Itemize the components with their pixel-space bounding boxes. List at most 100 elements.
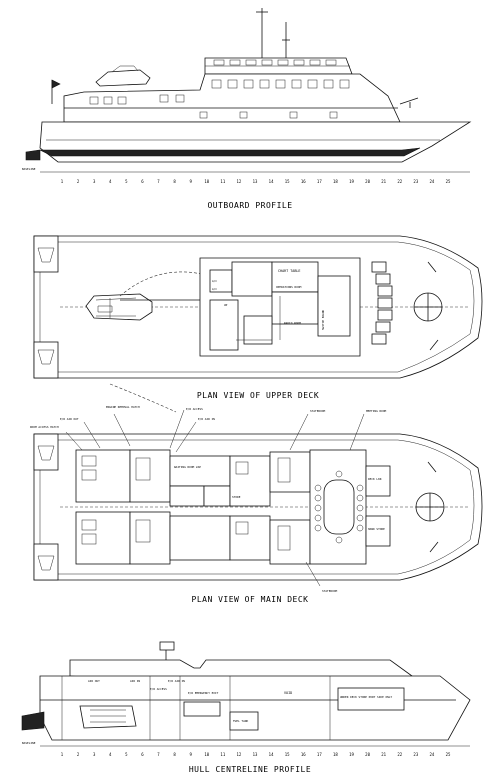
er-access-label: E/R ACCESS <box>186 407 203 411</box>
superstructure-windows <box>89 79 350 119</box>
hull-er-air-in-label: E/R AIR IN <box>168 679 185 683</box>
frame-number: 5 <box>125 752 128 757</box>
frame-number: 23 <box>413 752 418 757</box>
er-air-in-label: E/R AIR IN <box>198 417 215 421</box>
frame-number: 4 <box>109 752 112 757</box>
frame-number: 14 <box>269 179 274 184</box>
frame-number: 7 <box>157 752 160 757</box>
frame-number: 10 <box>204 752 209 757</box>
frame-number: 18 <box>333 179 338 184</box>
operations-room-label: OPERATIONS ROOM <box>276 285 302 289</box>
main-deck-rooms <box>75 449 391 565</box>
frame-number: 2 <box>77 752 80 757</box>
hand-store-label: HAND STORE <box>368 527 385 531</box>
frame-number: 9 <box>189 752 192 757</box>
frame-number: 24 <box>430 179 435 184</box>
frame-number: 22 <box>397 179 402 184</box>
radio-room-label: RADIO ROOM <box>284 321 301 325</box>
hull-baseline-label: BASELINE <box>22 741 36 745</box>
fuel-tank-label: FUEL TANK <box>233 719 248 723</box>
meeting-table <box>323 479 355 535</box>
frame-number: 12 <box>237 752 242 757</box>
frame-number: 16 <box>301 752 306 757</box>
frame-number: 10 <box>204 179 209 184</box>
wheelhouse-windows <box>213 59 337 66</box>
engine-icon <box>79 705 137 729</box>
frame-number: 17 <box>317 179 322 184</box>
hull-profile-caption: HULL CENTRELINE PROFILE <box>189 765 311 774</box>
frame-number: 18 <box>333 752 338 757</box>
frame-number: 16 <box>301 179 306 184</box>
frame-number: 7 <box>157 179 160 184</box>
frame-number: 6 <box>141 179 144 184</box>
frame-number: 3 <box>93 752 96 757</box>
frame-number: 19 <box>349 179 354 184</box>
main-deck-plan: ENGINE REMOVAL HATCH E/R AIR OUT ROOM AC… <box>30 405 483 604</box>
leader-lines <box>65 409 365 587</box>
outboard-profile-caption: OUTBOARD PROFILE <box>207 201 292 210</box>
frame-number: 12 <box>237 179 242 184</box>
frame-number: 21 <box>381 752 386 757</box>
frame-number: 22 <box>397 752 402 757</box>
frame-number: 8 <box>173 179 176 184</box>
engine-removal-hatch-label: ENGINE REMOVAL HATCH <box>106 405 140 409</box>
store-label: STORE <box>232 495 241 499</box>
meeting-room-label: MEETING ROOM <box>366 409 387 413</box>
frame-number: 2 <box>77 179 80 184</box>
ac-label-2: A/C <box>212 287 217 291</box>
frame-number: 6 <box>141 752 144 757</box>
frame-number: 5 <box>125 179 128 184</box>
under-deck-store-label: UNDER DECK STORE PORT SIDE ONLY <box>340 695 393 699</box>
frame-number: 13 <box>253 752 258 757</box>
frame-number: 19 <box>349 752 354 757</box>
meeting-chairs <box>314 470 364 544</box>
frame-number: 8 <box>173 752 176 757</box>
frame-number: 24 <box>430 752 435 757</box>
hull-er-access-label: E/R ACCESS <box>150 687 167 691</box>
er-emergency-exit-label: E/R EMERGENCY EXIT <box>188 691 219 695</box>
air-in-label: AIR IN <box>130 679 140 683</box>
frame-number: 1 <box>61 752 64 757</box>
switch-board-label: SWITCH BOARD <box>321 309 325 330</box>
frame-number: 1 <box>61 179 64 184</box>
frame-number: 9 <box>189 179 192 184</box>
waiting-room-label: WAITING ROOM 2AP <box>174 465 201 469</box>
deck-lkr-label: DECK LKR <box>368 477 382 481</box>
frame-number: 11 <box>220 179 225 184</box>
chart-table-label: CHART TABLE <box>278 269 300 273</box>
void-label: VOID <box>284 691 292 695</box>
main-deck-caption: PLAN VIEW OF MAIN DECK <box>192 595 309 604</box>
frame-number: 25 <box>446 179 451 184</box>
frame-number: 20 <box>365 179 370 184</box>
frame-number: 23 <box>413 179 418 184</box>
cabin-fixtures <box>81 455 291 551</box>
stateroom-bottom-label: STATEROOM <box>322 589 337 593</box>
er-air-out-label: E/R AIR OUT <box>60 417 79 421</box>
frame-number: 17 <box>317 752 322 757</box>
frame-number: 25 <box>446 752 451 757</box>
frame-number: 21 <box>381 179 386 184</box>
frame-number: 4 <box>109 179 112 184</box>
outboard-baseline-label: BASELINE <box>22 167 36 171</box>
frame-number: 13 <box>253 179 258 184</box>
frame-number: 20 <box>365 752 370 757</box>
air-out-label: AIR OUT <box>88 679 100 683</box>
frame-number: 14 <box>269 752 274 757</box>
frame-number: 3 <box>93 179 96 184</box>
stern-fittings <box>37 247 55 365</box>
frame-number: 11 <box>220 752 225 757</box>
upper-deck-plan: A/C A/C UP CHART TABLE OPERATIONS ROOM R… <box>33 235 483 413</box>
room-access-hatch-label: ROOM ACCESS HATCH <box>30 425 59 429</box>
upper-deck-forward-windows <box>371 261 393 345</box>
up-label: UP <box>224 303 228 307</box>
frame-number: 15 <box>285 179 290 184</box>
upper-deck-caption: PLAN VIEW OF UPPER DECK <box>197 391 319 400</box>
frame-number: 15 <box>285 752 290 757</box>
ac-label-1: A/C <box>212 279 217 283</box>
stateroom-top-label: STATEROOM <box>310 409 325 413</box>
